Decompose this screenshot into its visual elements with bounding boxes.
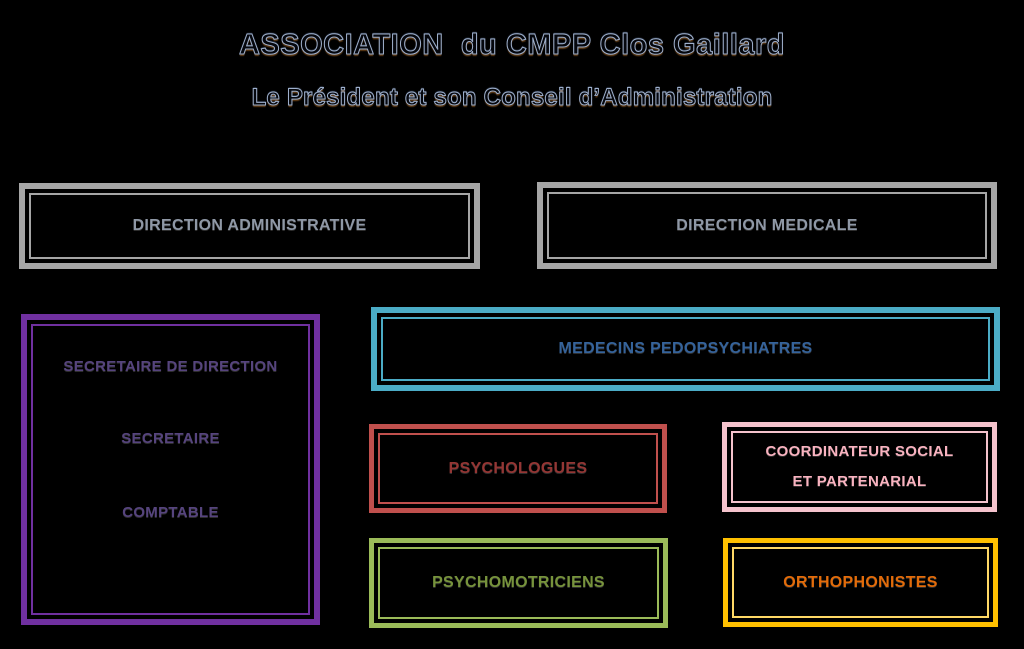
org-box-frame: MEDECINS PEDOPSYCHIATRES [381, 317, 990, 381]
org-box-psychologues: PSYCHOLOGUES [369, 424, 667, 513]
org-box-label: PSYCHOLOGUES [448, 459, 588, 477]
org-box-direction-medicale: DIRECTION MEDICALE [537, 182, 997, 269]
org-box-frame: ORTHOPHONISTES [732, 547, 989, 618]
org-box-label-secretaire: SECRETAIRE [121, 430, 220, 447]
org-box-medecins-pedopsychiatres: MEDECINS PEDOPSYCHIATRES [371, 307, 1000, 391]
org-box-coordinateur-social: COORDINATEUR SOCIAL ET PARTENARIAL [722, 422, 997, 512]
org-box-label: PSYCHOMOTRICIENS [432, 574, 605, 591]
org-box-psychomotriciens: PSYCHOMOTRICIENS [369, 538, 668, 628]
org-box-orthophonistes: ORTHOPHONISTES [723, 538, 998, 627]
page-subtitle: Le Président et son Conseil d’Administra… [251, 84, 773, 111]
org-box-label-line1: COORDINATEUR SOCIAL [765, 443, 954, 460]
org-box-frame: DIRECTION ADMINISTRATIVE [29, 193, 470, 259]
org-box-label: MEDECINS PEDOPSYCHIATRES [558, 340, 813, 357]
org-box-frame: SECRETAIRE DE DIRECTION SECRETAIRE COMPT… [31, 324, 310, 615]
page-title: ASSOCIATION du CMPP Clos Gaillard [238, 29, 786, 62]
org-box-label: DIRECTION ADMINISTRATIVE [132, 217, 367, 234]
org-box-frame: DIRECTION MEDICALE [547, 192, 987, 259]
org-box-label-comptable: COMPTABLE [122, 504, 219, 521]
org-box-label-line2: ET PARTENARIAL [792, 473, 927, 490]
org-box-frame: PSYCHOMOTRICIENS [378, 547, 659, 619]
org-box-frame: PSYCHOLOGUES [378, 433, 658, 504]
org-box-frame: COORDINATEUR SOCIAL ET PARTENARIAL [731, 431, 988, 503]
org-box-label: ORTHOPHONISTES [783, 573, 938, 591]
org-box-label: DIRECTION MEDICALE [676, 216, 858, 234]
org-box-label-secretaire-de-direction: SECRETAIRE DE DIRECTION [63, 358, 278, 375]
org-box-secretariat: SECRETAIRE DE DIRECTION SECRETAIRE COMPT… [21, 314, 320, 625]
org-box-direction-administrative: DIRECTION ADMINISTRATIVE [19, 183, 480, 269]
